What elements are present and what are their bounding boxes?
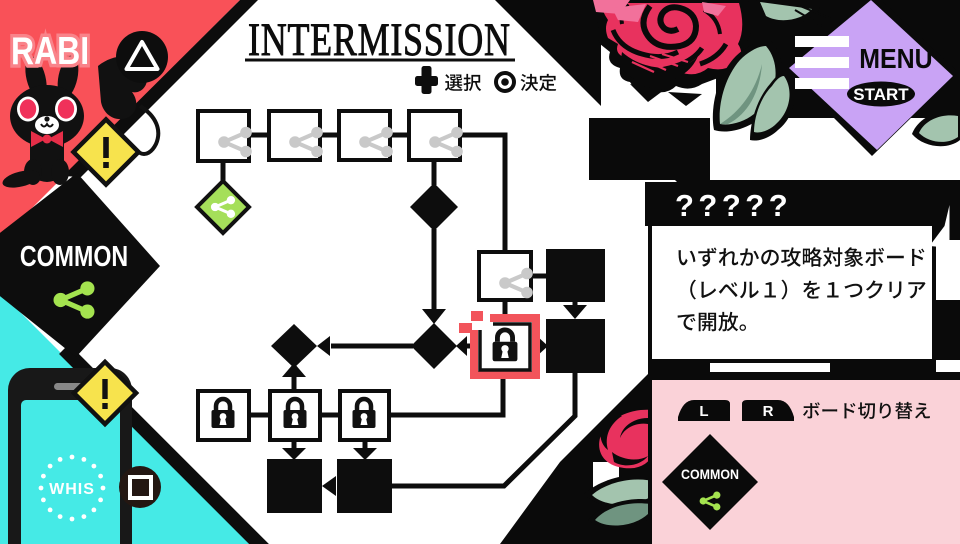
svg-text:RABI: RABI (11, 29, 89, 73)
svg-text:COMMON: COMMON (20, 239, 128, 272)
svg-text:COMMON: COMMON (681, 467, 739, 483)
svg-text:INTERMISSION: INTERMISSION (248, 15, 512, 67)
svg-text:WHIS: WHIS (49, 481, 95, 498)
svg-text:START: START (853, 85, 909, 104)
svg-text:R: R (763, 403, 774, 420)
svg-text:MENU: MENU (859, 43, 932, 75)
svg-text:?????: ????? (675, 188, 792, 223)
svg-text:L: L (699, 403, 708, 420)
